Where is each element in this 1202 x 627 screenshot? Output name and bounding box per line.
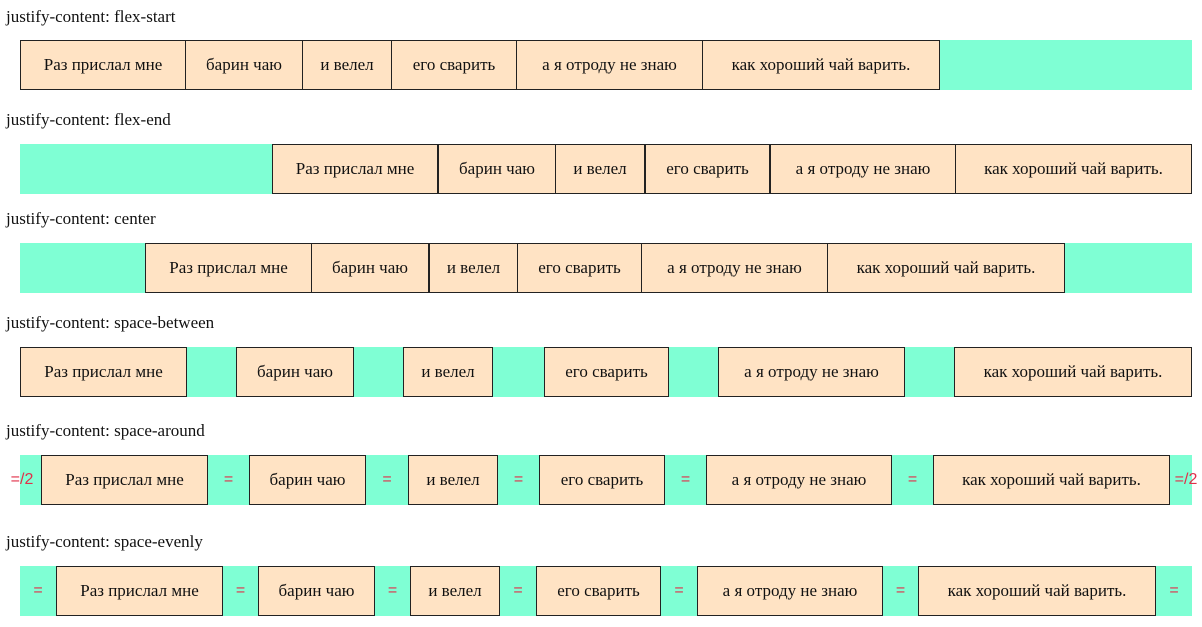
flex-item: и велел <box>403 347 493 397</box>
gap-marker: = <box>895 582 906 599</box>
flex-container-space-around: =/2 Раз прислал мне = барин чаю = и веле… <box>11 455 1197 505</box>
gap-marker: = <box>223 471 234 488</box>
flex-item: его сварить <box>391 40 517 90</box>
flex-container-space-between: Раз прислал мне барин чаю и велел его св… <box>20 347 1192 397</box>
section-title-space-evenly: justify-content: space-evenly <box>6 532 203 551</box>
flex-item: его сварить <box>544 347 669 397</box>
flex-item: его сварить <box>539 455 665 505</box>
gap-marker: = <box>235 582 246 599</box>
gap-marker: = <box>387 582 398 599</box>
gap-marker: = <box>1169 582 1179 599</box>
flex-item: и велел <box>429 243 518 293</box>
flex-item: барин чаю <box>249 455 366 505</box>
flex-item: его сварить <box>517 243 642 293</box>
flex-item: а я отроду не знаю <box>516 40 703 90</box>
flex-item: а я отроду не знаю <box>706 455 892 505</box>
flex-item: Раз прислал мне <box>20 347 187 397</box>
section-title-space-around: justify-content: space-around <box>6 421 205 440</box>
flex-item: барин чаю <box>185 40 303 90</box>
flex-item: а я отроду не знаю <box>641 243 828 293</box>
flex-item: барин чаю <box>258 566 375 616</box>
flex-item: и велел <box>302 40 392 90</box>
flex-item: а я отроду не знаю <box>697 566 883 616</box>
flex-item: а я отроду не знаю <box>718 347 905 397</box>
flex-item: барин чаю <box>438 144 556 194</box>
gap-marker: = <box>513 582 523 599</box>
flex-item: как хороший чай варить. <box>955 144 1192 194</box>
gap-marker: = <box>382 471 392 488</box>
edge-gap-marker: =/2 <box>10 471 34 488</box>
flex-container-space-evenly: = Раз прислал мне = барин чаю = и велел … <box>20 566 1192 616</box>
flex-container-flex-end: Раз прислал мне барин чаю и велел его св… <box>20 144 1192 194</box>
flex-item: как хороший чай варить. <box>918 566 1156 616</box>
edge-gap-marker: =/2 <box>1174 471 1198 488</box>
flex-item: Раз прислал мне <box>272 144 438 194</box>
gap-marker: = <box>513 471 524 488</box>
flex-item: и велел <box>555 144 645 194</box>
flex-item: Раз прислал мне <box>20 40 186 90</box>
flex-item: Раз прислал мне <box>56 566 223 616</box>
gap-marker: = <box>907 471 918 488</box>
flex-item: как хороший чай варить. <box>827 243 1065 293</box>
flex-item: барин чаю <box>236 347 354 397</box>
section-title-space-between: justify-content: space-between <box>6 313 215 332</box>
section-title-flex-start: justify-content: flex-start <box>6 7 176 26</box>
flex-item: Раз прислал мне <box>41 455 208 505</box>
flex-item: его сварить <box>536 566 661 616</box>
flex-container-center: Раз прислал мне барин чаю и велел его св… <box>20 243 1192 293</box>
flex-item: и велел <box>410 566 500 616</box>
gap-marker: = <box>33 582 43 599</box>
flex-item: и велел <box>408 455 498 505</box>
flex-item: его сварить <box>645 144 770 194</box>
flex-item: как хороший чай варить. <box>954 347 1192 397</box>
flex-item: как хороший чай варить. <box>933 455 1170 505</box>
flex-container-flex-start: Раз прислал мне барин чаю и велел его св… <box>20 40 1192 90</box>
flex-item: Раз прислал мне <box>145 243 312 293</box>
flex-item: а я отроду не знаю <box>770 144 956 194</box>
section-title-center: justify-content: center <box>6 209 156 228</box>
flex-item: барин чаю <box>311 243 429 293</box>
gap-marker: = <box>680 471 691 488</box>
gap-marker: = <box>674 582 684 599</box>
flex-item: как хороший чай варить. <box>702 40 940 90</box>
section-title-flex-end: justify-content: flex-end <box>6 110 171 129</box>
